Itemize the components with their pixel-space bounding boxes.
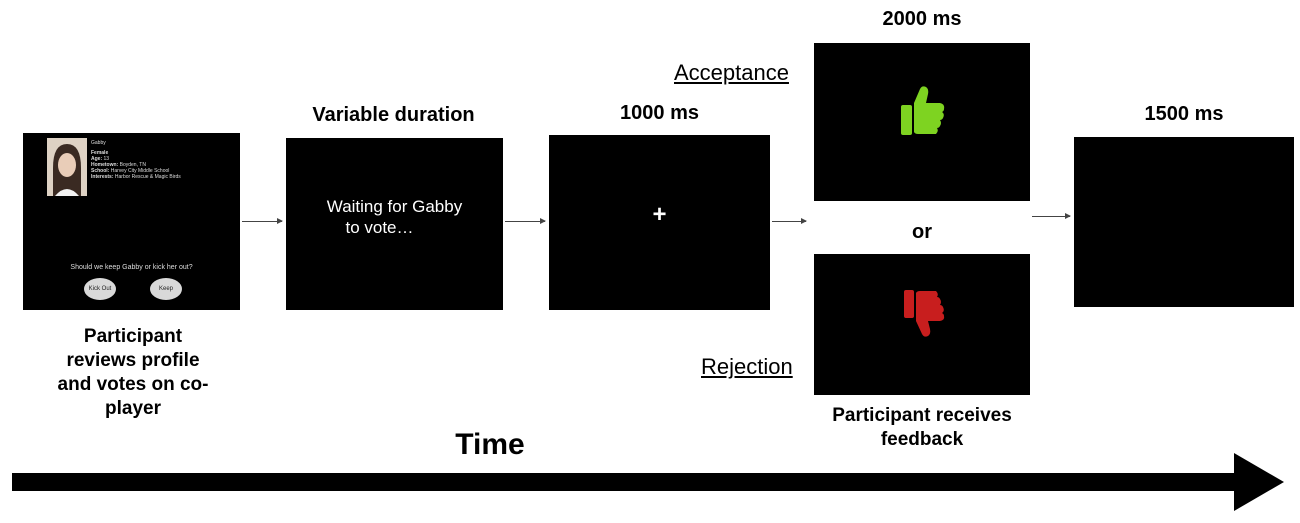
waiting-duration-header: Variable duration <box>312 104 475 126</box>
thumbs-down-icon <box>904 290 945 337</box>
waiting-screen: Waiting for Gabby to vote… <box>286 138 503 310</box>
flow-arrow <box>1032 213 1071 219</box>
fixation-duration-header: 1000 ms <box>620 102 699 124</box>
rejection-screen <box>814 254 1030 395</box>
profile-name: Gabby <box>91 140 106 146</box>
profile-screen: Gabby Female Age: 13 Hometown: Boyden, T… <box>23 133 240 310</box>
flow-arrow <box>505 218 546 224</box>
acceptance-label: Acceptance <box>674 60 789 85</box>
thumbs-up-icon <box>901 86 945 135</box>
feedback-caption: Participant receives feedback <box>832 405 1012 450</box>
acceptance-screen <box>814 43 1030 201</box>
fixation-screen: + <box>549 135 770 310</box>
or-label: or <box>912 221 932 243</box>
vote-question: Should we keep Gabby or kick her out? <box>70 264 193 271</box>
rejection-label: Rejection <box>701 354 793 379</box>
waiting-text-line2: to vote… <box>345 218 414 237</box>
flow-arrow <box>242 218 283 224</box>
blank-duration-header: 1500 ms <box>1144 103 1224 125</box>
profile-detail: Interests: Harbor Rescue & Magic Birds <box>91 174 181 180</box>
keep-button[interactable]: Keep <box>150 278 182 300</box>
feedback-duration-header: 2000 ms <box>882 8 962 30</box>
time-arrow-icon <box>12 453 1284 511</box>
waiting-text-line1: Waiting for Gabby <box>326 197 463 216</box>
profile-photo <box>47 138 87 196</box>
time-label: Time <box>455 428 525 461</box>
fixation-cross: + <box>652 201 667 228</box>
profile-detail: Female <box>91 150 109 156</box>
profile-detail: Age: 13 <box>91 156 110 162</box>
kick-out-button[interactable]: Kick Out <box>84 278 116 300</box>
profile-caption: Participant reviews profile and votes on… <box>57 326 209 419</box>
profile-detail: Hometown: Boyden, TN <box>91 162 146 168</box>
profile-detail: School: Harvey City Middle School <box>91 168 170 174</box>
flow-arrow <box>772 218 807 224</box>
blank-screen <box>1074 137 1294 307</box>
